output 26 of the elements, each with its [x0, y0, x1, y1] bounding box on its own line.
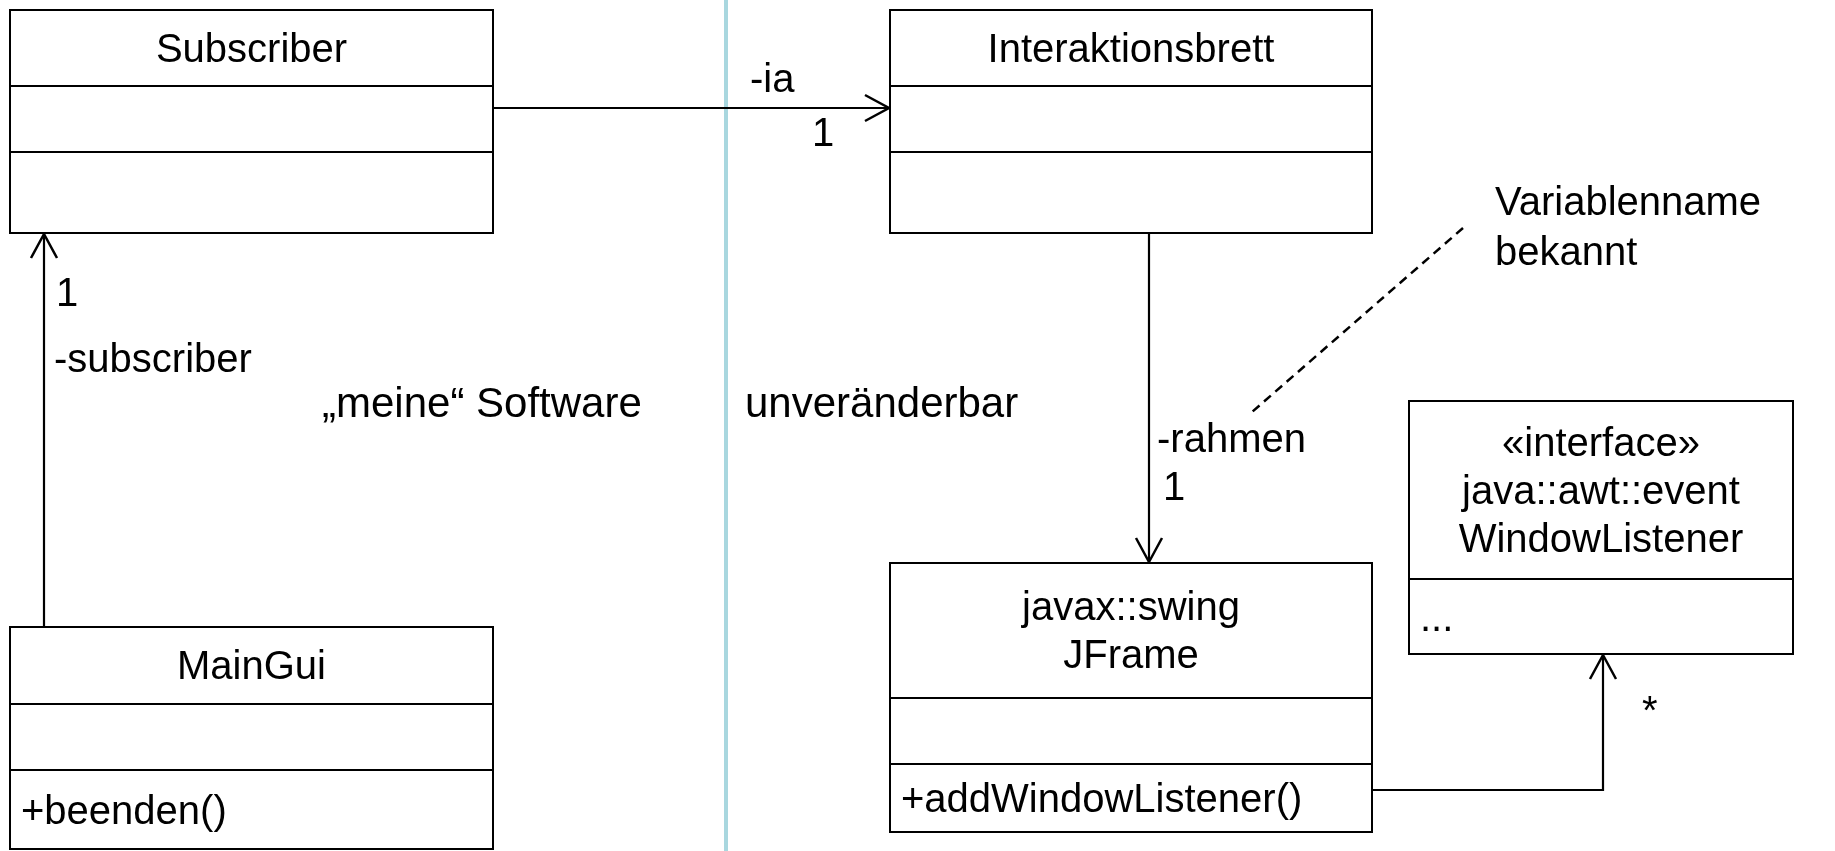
class-member: ... [1420, 593, 1454, 641]
multiplicity-label: 1 [812, 112, 835, 152]
association-arrow [29, 232, 59, 626]
class-box [9, 9, 494, 234]
note-text: „meine“ Software [322, 382, 642, 424]
class-box [9, 626, 494, 850]
class-box [889, 9, 1373, 234]
association-arrow [1134, 234, 1164, 564]
class-box [1408, 400, 1794, 655]
class-name: Subscriber [155, 24, 348, 72]
note-text: unveränderbar [745, 382, 1019, 424]
class-member: +beenden() [21, 786, 227, 834]
class-name: java::awt::event WindowListener [1457, 467, 1745, 563]
leader-line [1251, 227, 1464, 413]
association-arrow [494, 93, 891, 123]
class-box [889, 562, 1373, 833]
multiplicity-label: * [1642, 690, 1658, 730]
multiplicity-label: 1 [56, 272, 79, 312]
class-name: javax::swing JFrame [1020, 583, 1241, 679]
association-arrow [1373, 653, 1618, 792]
class-name: Interaktionsbrett [987, 24, 1275, 72]
class-member: +addWindowListener() [901, 775, 1303, 822]
multiplicity-label: 1 [1163, 466, 1186, 506]
note-text: Variablenname bekannt [1495, 178, 1763, 275]
class-name: MainGui [177, 642, 326, 690]
class-name: «interface» [1502, 419, 1700, 467]
